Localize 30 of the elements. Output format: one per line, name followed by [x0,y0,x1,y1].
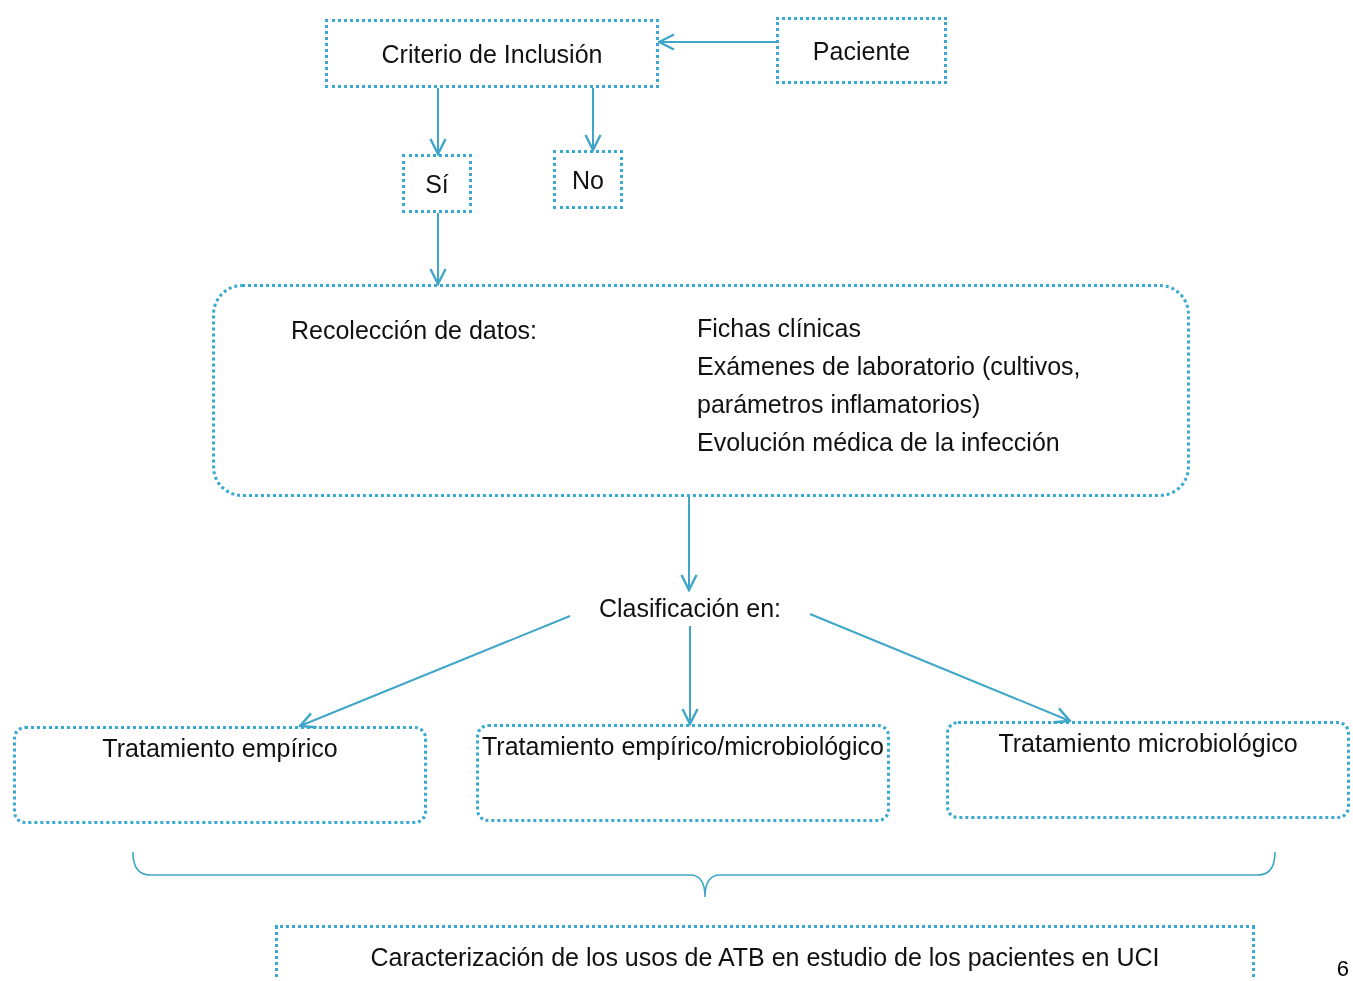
decision-box [553,150,623,209]
node-text: Criterio de Inclusión [381,38,603,70]
treatment-box [13,726,427,824]
decision-box [402,154,472,213]
arrow [657,33,777,51]
arrow [429,87,447,156]
node-text: Paciente [812,35,911,67]
node-text: Fichas clínicas [697,313,862,344]
heading-text: Clasificación en: [599,593,781,624]
node-text: Recolección de datos: [291,315,538,346]
arrow [809,613,1072,724]
process-box [776,17,947,84]
page-number: 6 [1336,956,1349,981]
arrow [584,87,602,152]
process-box [325,19,659,88]
arrow [429,212,447,286]
node-text: Sí [425,168,449,200]
node-text: Evolución médica de la infección [697,427,1061,458]
arrow [680,496,698,592]
node-text: Exámenes de laboratorio (cultivos, parámetros inflamatorios) [697,351,1082,420]
node-text: No [572,164,604,196]
node-text: Tratamiento empírico [101,733,339,764]
treatment-box [946,721,1350,819]
node-text: Tratamiento microbiológico [997,728,1299,759]
node-text: Tratamiento empírico/microbiológico [481,731,885,762]
arrow [681,625,699,726]
treatment-box [476,724,890,822]
node-text: Caracterización de los usos de ATB en estudio de los pacientes en UCI [370,941,1160,973]
data-collection-box [212,284,1190,497]
arrow [298,615,571,729]
